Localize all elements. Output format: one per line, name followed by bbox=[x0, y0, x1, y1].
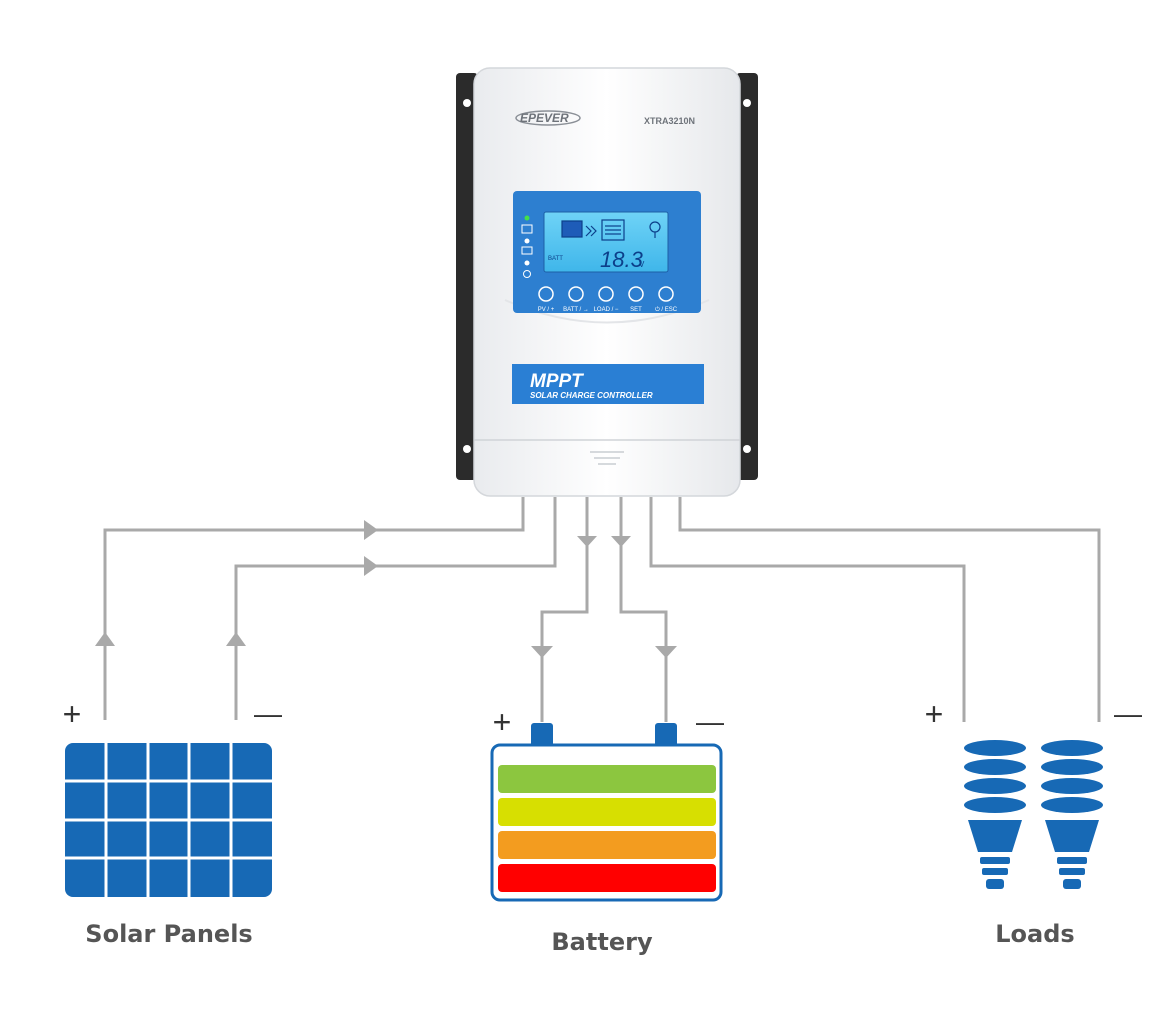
loads-minus-sign: — bbox=[1114, 698, 1142, 729]
arrow-icon bbox=[655, 646, 677, 658]
bulb-icon bbox=[1041, 740, 1103, 889]
flow-arrows bbox=[95, 520, 677, 658]
wire-load-negative bbox=[678, 497, 1101, 722]
control-buttons bbox=[538, 286, 674, 302]
bulb-icon bbox=[964, 740, 1026, 889]
loads-label: Loads bbox=[995, 920, 1075, 948]
mounting-bracket-left bbox=[456, 73, 478, 480]
arrow-icon bbox=[577, 536, 597, 547]
mount-hole bbox=[463, 99, 471, 107]
battery-level-bar bbox=[498, 831, 716, 859]
brand-logo bbox=[515, 110, 581, 126]
arrow-icon bbox=[611, 536, 631, 547]
banner-subtitle: SOLAR CHARGE CONTROLLER bbox=[530, 391, 653, 400]
brand-text: EPEVER bbox=[520, 111, 569, 125]
button-label-set: SET bbox=[630, 307, 642, 313]
mount-hole bbox=[743, 99, 751, 107]
button-label-batt: BATT / → bbox=[563, 307, 589, 313]
lcd-battery-icon bbox=[601, 219, 625, 241]
solar-minus-sign: — bbox=[254, 698, 282, 729]
battery-indicator-icon bbox=[521, 246, 533, 255]
lcd-flow-icon bbox=[585, 225, 597, 237]
mppt-banner bbox=[512, 364, 704, 404]
mount-hole bbox=[743, 445, 751, 453]
arrow-icon bbox=[226, 632, 246, 646]
mounting-bracket-right bbox=[736, 73, 758, 480]
mount-hole bbox=[463, 445, 471, 453]
button-esc[interactable] bbox=[658, 286, 674, 302]
battery-terminal-negative bbox=[655, 723, 677, 747]
battery-plus-sign: + bbox=[493, 704, 512, 740]
wire-load-positive bbox=[649, 497, 966, 722]
wiring bbox=[103, 497, 1101, 722]
charge-controller: EPEVER XTRA3210N BATT 18.3 V bbox=[456, 67, 758, 497]
solar-plus-sign: + bbox=[63, 696, 82, 732]
vent-icon bbox=[590, 451, 624, 465]
loads-plus-sign: + bbox=[925, 696, 944, 732]
solar-panels-label: Solar Panels bbox=[85, 920, 253, 948]
model-text: XTRA3210N bbox=[644, 116, 695, 126]
button-label-pv: PV / + bbox=[538, 307, 555, 313]
battery-terminal-positive bbox=[531, 723, 553, 747]
load-led bbox=[524, 260, 530, 266]
solar-indicator-icon bbox=[521, 224, 533, 234]
banner-title: MPPT bbox=[530, 371, 584, 392]
button-pv[interactable] bbox=[538, 286, 554, 302]
battery-level-bar bbox=[498, 765, 716, 793]
button-label-load: LOAD / − bbox=[594, 307, 619, 313]
battery-label: Battery bbox=[551, 928, 653, 956]
solar-panel-icon bbox=[65, 743, 272, 897]
battery-icon bbox=[490, 723, 723, 902]
button-label-esc: ⏻ / ESC bbox=[655, 306, 678, 313]
arrow-icon bbox=[531, 646, 553, 658]
lcd-solar-icon bbox=[561, 220, 583, 238]
button-batt[interactable] bbox=[568, 286, 584, 302]
wire-batt-positive bbox=[540, 497, 589, 722]
wire-batt-negative bbox=[619, 497, 668, 722]
arrow-icon bbox=[95, 632, 115, 646]
arrow-icon bbox=[364, 556, 378, 576]
lcd-icons bbox=[561, 219, 661, 241]
lcd-label: BATT bbox=[548, 256, 563, 262]
pv-led bbox=[524, 215, 530, 221]
lcd-reading: 18.3 bbox=[600, 247, 644, 272]
lcd-unit: V bbox=[639, 260, 645, 269]
status-leds bbox=[521, 215, 533, 278]
battery-level-bar bbox=[498, 798, 716, 826]
button-load[interactable] bbox=[598, 286, 614, 302]
battery-level-bar bbox=[498, 864, 716, 892]
batt-led bbox=[524, 238, 530, 244]
wire-pv-positive bbox=[103, 497, 525, 720]
bulb-indicator-icon bbox=[523, 270, 531, 278]
button-set[interactable] bbox=[628, 286, 644, 302]
loads-icon bbox=[964, 740, 1103, 889]
arrow-icon bbox=[364, 520, 378, 540]
battery-minus-sign: — bbox=[696, 706, 724, 737]
